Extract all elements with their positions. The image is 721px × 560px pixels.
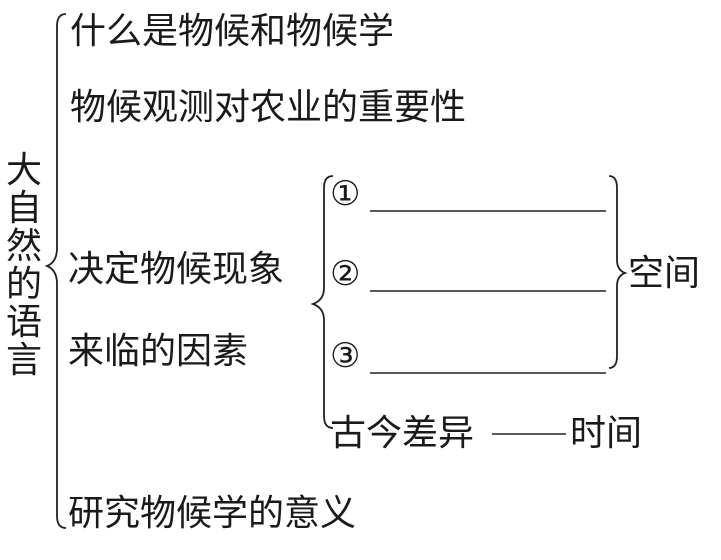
root-char: 自 <box>5 188 42 229</box>
root-char: 大 <box>5 150 42 191</box>
root-title: 大 自 然 的 语 言 <box>4 152 44 380</box>
factor-brace <box>310 175 334 429</box>
blank-marker-2: ② <box>330 254 361 294</box>
branch-determining-factors-line2: 来临的因素 <box>68 331 249 372</box>
time-label: 时间 <box>570 413 643 454</box>
space-label: 空间 <box>628 253 701 294</box>
blank-marker-1: ① <box>330 174 361 214</box>
root-char: 然 <box>5 226 42 267</box>
root-char: 的 <box>5 264 42 305</box>
branch-importance-to-agriculture: 物候观测对农业的重要性 <box>70 87 467 128</box>
root-char: 语 <box>5 302 42 343</box>
ancient-modern-difference: 古今差异 <box>330 413 475 454</box>
branch-significance: 研究物候学的意义 <box>68 493 357 534</box>
root-char: 言 <box>5 340 42 381</box>
branch-determining-factors-line1: 决定物候现象 <box>68 249 285 290</box>
branch-what-is-phenology: 什么是物候和物候学 <box>70 11 395 52</box>
space-brace <box>608 175 628 369</box>
blank-marker-3: ③ <box>330 336 361 376</box>
main-brace <box>44 13 67 529</box>
